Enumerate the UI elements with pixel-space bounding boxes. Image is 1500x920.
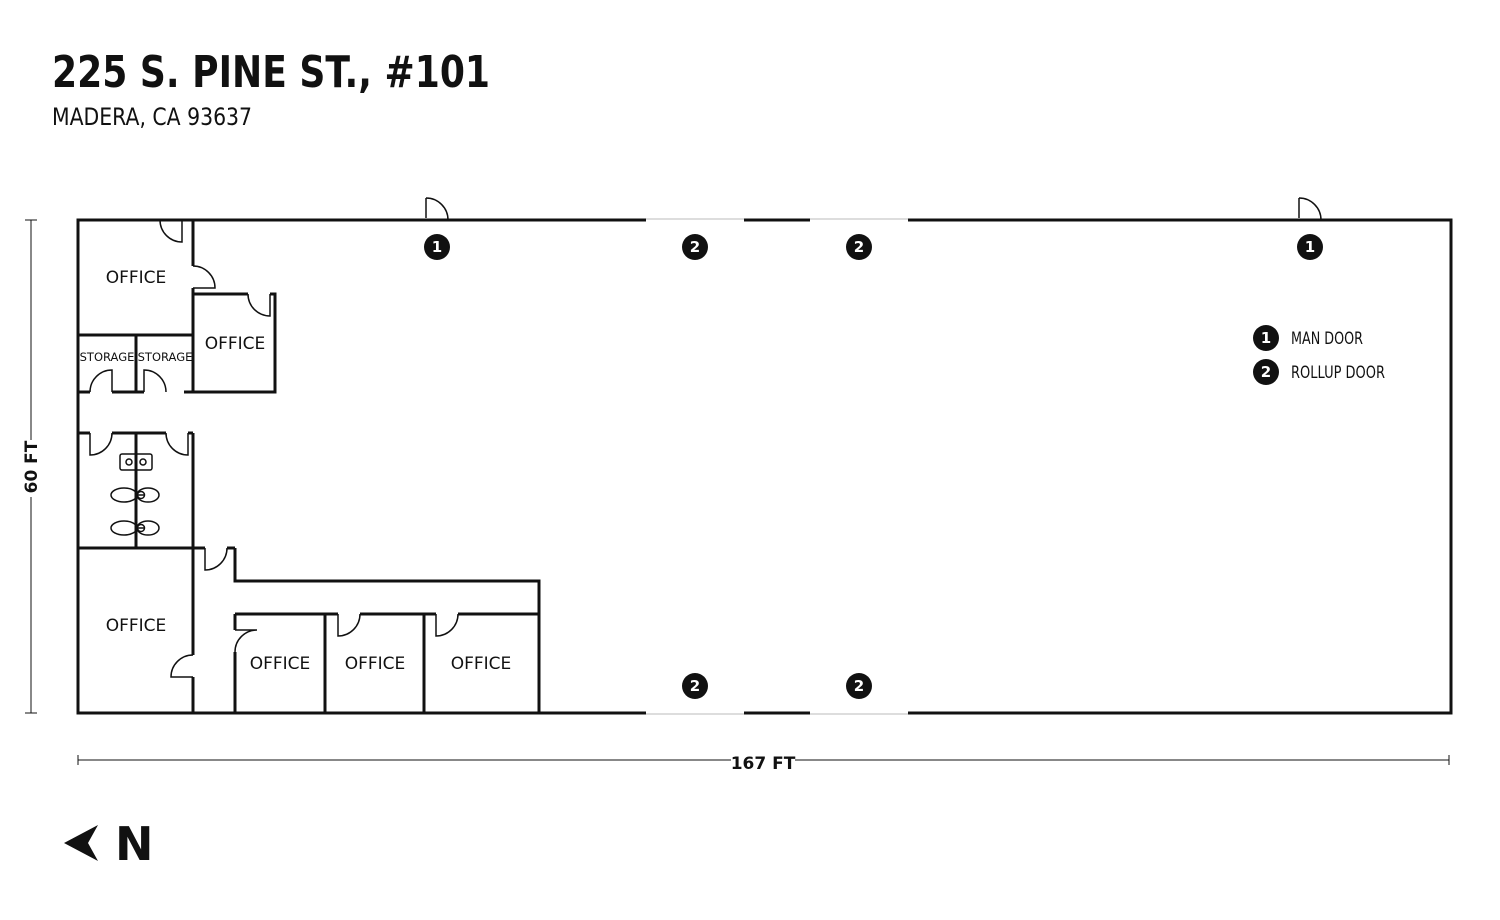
toilet-icon (110, 487, 160, 503)
dimension-height: 60 FT (22, 219, 42, 714)
north-arrow: N (64, 817, 154, 871)
dimension-height-label: 60 FT (22, 440, 42, 493)
header: 225 S. PINE ST., #101 MADERA, CA 93637 (52, 44, 586, 132)
room-label-office-s1: OFFICE (250, 654, 311, 674)
door-marker-rollup-1: 2 (682, 234, 708, 260)
room-label-storage-1: STORAGE (80, 350, 135, 364)
dimension-width: 167 FT (77, 754, 1450, 774)
door-marker-man-1: 1 (424, 234, 450, 260)
interior-walls (78, 220, 541, 713)
room-label-office-sw: OFFICE (106, 616, 167, 636)
marker-number: 2 (690, 238, 700, 256)
legend-label-rollup-door: ROLLUP DOOR (1291, 363, 1385, 383)
building-outline (76, 218, 1453, 715)
property-title: 225 S. PINE ST., #101 (52, 47, 491, 98)
legend-item-man-door: 1 MAN DOOR (1253, 325, 1363, 351)
toilet-icon (110, 520, 160, 536)
legend-label-man-door: MAN DOOR (1291, 329, 1363, 349)
interior-door-swings (89, 219, 459, 678)
dimension-width-label: 167 FT (731, 754, 796, 774)
marker-number: 2 (854, 238, 864, 256)
man-door-swings (425, 197, 1322, 221)
legend: 1 MAN DOOR 2 ROLLUP DOOR (1253, 325, 1385, 385)
legend-marker-number: 1 (1261, 329, 1271, 347)
door-marker-rollup-3: 2 (682, 673, 708, 699)
marker-number: 1 (432, 238, 442, 256)
door-marker-man-2: 1 (1297, 234, 1323, 260)
sink-icon (119, 453, 153, 471)
room-label-office-s3: OFFICE (451, 654, 512, 674)
door-marker-rollup-4: 2 (846, 673, 872, 699)
legend-marker-number: 2 (1261, 363, 1271, 381)
room-label-office-nw: OFFICE (106, 268, 167, 288)
north-label: N (115, 817, 154, 871)
door-marker-rollup-2: 2 (846, 234, 872, 260)
marker-number: 2 (690, 677, 700, 695)
marker-number: 1 (1305, 238, 1315, 256)
property-address: MADERA, CA 93637 (52, 103, 253, 131)
room-label-office-inner: OFFICE (205, 334, 266, 354)
legend-item-rollup-door: 2 ROLLUP DOOR (1253, 359, 1385, 385)
north-arrow-icon (64, 825, 98, 861)
room-label-office-s2: OFFICE (345, 654, 406, 674)
room-label-storage-2: STORAGE (138, 350, 193, 364)
rollup-door-openings (646, 217, 908, 716)
marker-number: 2 (854, 677, 864, 695)
